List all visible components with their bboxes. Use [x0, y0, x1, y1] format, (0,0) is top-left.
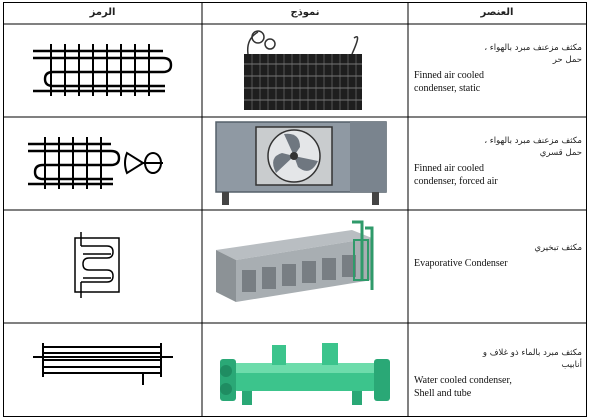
fan-icon: [124, 151, 163, 175]
header-symbol: الرمز: [89, 7, 116, 18]
element-arabic-label: مكثف مزعنف مبرد بالهواء ، حمل قسري: [484, 136, 582, 158]
element-english-label: Water cooled condenser, Shell and tube: [414, 375, 512, 399]
element-cell: مكثف مزعنف مبرد بالهواء ، حمل حر Finned …: [408, 42, 586, 95]
symbol-evaporative: [74, 232, 120, 298]
element-arabic-label: مكثف تبخيري: [534, 243, 582, 253]
element-english-label: Finned air cooled condenser, forced air: [414, 163, 498, 187]
table-grid: [3, 2, 587, 417]
element-english-label: Finned air cooled condenser, static: [414, 70, 484, 94]
photo-evaporative-condenser: [216, 220, 374, 302]
photo-forced-air-condenser: [215, 121, 387, 205]
symbol-finned-forced: [28, 137, 163, 189]
element-english-label: Evaporative Condenser: [414, 258, 508, 269]
element-cell: مكثف مبرد بالماء ذو غلاف و أنابيب Water …: [408, 347, 586, 400]
element-cell: مكثف تبخيري Evaporative Condenser: [408, 242, 586, 270]
condenser-table: الرمز نموذج العنصر: [3, 2, 587, 417]
photo-finned-static-condenser: [244, 30, 362, 110]
header-element: العنصر: [480, 7, 514, 18]
photo-shell-and-tube-condenser: [220, 343, 390, 405]
element-cell: مكثف مزعنف مبرد بالهواء ، حمل قسري Finne…: [408, 135, 586, 188]
element-arabic-label: مكثف مبرد بالماء ذو غلاف و أنابيب: [482, 348, 582, 370]
symbol-finned-static: [33, 44, 173, 96]
symbol-shell-and-tube: [33, 343, 173, 385]
element-arabic-label: مكثف مزعنف مبرد بالهواء ، حمل حر: [484, 43, 582, 65]
header-model: نموذج: [290, 7, 320, 18]
